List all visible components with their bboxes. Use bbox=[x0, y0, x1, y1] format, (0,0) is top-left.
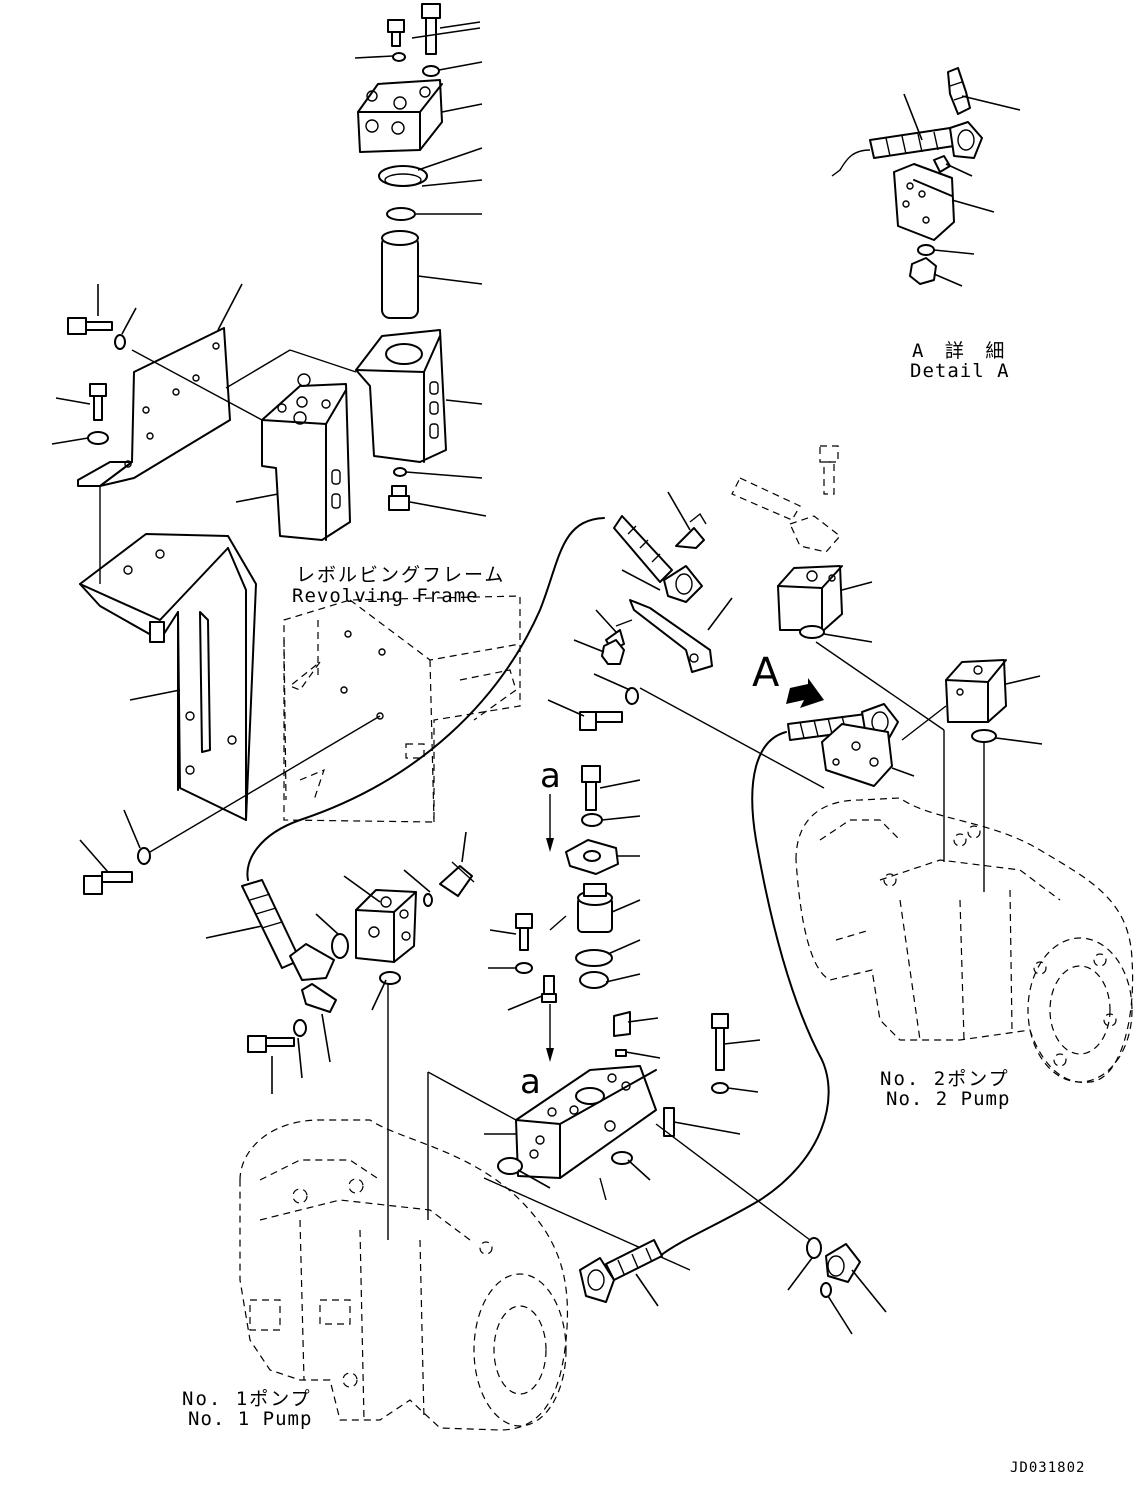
top-bolt-long bbox=[421, 3, 441, 55]
junction-block-right bbox=[901, 659, 1043, 892]
small-plug bbox=[388, 485, 410, 511]
valve-body-lower bbox=[261, 373, 351, 541]
revolving-frame-label-jp: レボルビングフレーム bbox=[296, 564, 506, 586]
check-valve bbox=[577, 883, 613, 933]
revolving-frame-label-en: Revolving Frame bbox=[292, 585, 479, 607]
drawing-code: JD031802 bbox=[1010, 1460, 1086, 1476]
junction-block-upper-right bbox=[777, 565, 945, 731]
no2-pump-label-en: No. 2 Pump bbox=[886, 1088, 1011, 1110]
bracket-bolt-mid bbox=[87, 383, 109, 445]
hose-bolt bbox=[579, 711, 623, 731]
detail-a-title-jp: A 詳 細 bbox=[912, 340, 1010, 362]
sleeve bbox=[381, 230, 419, 319]
hose-upper-center bbox=[547, 491, 825, 789]
bolt-small-left bbox=[515, 913, 533, 951]
no1-pump-label-en: No. 1 Pump bbox=[188, 1408, 313, 1430]
bracket-bolt-upper bbox=[67, 317, 126, 350]
left-bracket-assembly bbox=[51, 283, 381, 895]
long-hose-right bbox=[579, 731, 887, 1335]
manifold-block bbox=[515, 1065, 657, 1179]
no1-pump-outline bbox=[239, 1119, 569, 1431]
center-bolt-top bbox=[581, 765, 601, 811]
section-marker-a-bottom: a bbox=[520, 1062, 541, 1102]
valve-body-upper bbox=[355, 329, 447, 463]
hose-detail-a-position bbox=[787, 703, 915, 787]
hose-dashed-upper bbox=[731, 445, 841, 553]
cap-block bbox=[357, 79, 443, 153]
section-marker-a-top: a bbox=[540, 756, 561, 796]
long-hose-left bbox=[205, 517, 605, 1094]
detail-a-title-en: Detail A bbox=[910, 360, 1010, 382]
no2-pump-label-jp: No. 2ポンプ bbox=[880, 1068, 1010, 1090]
top-bolt-short bbox=[387, 19, 405, 47]
bracket-bolt-lower bbox=[83, 847, 151, 895]
junction-block-left bbox=[343, 831, 475, 1011]
hex-nut bbox=[601, 639, 625, 665]
revolving-frame-outline bbox=[283, 595, 521, 823]
long-bolt-right bbox=[711, 1013, 729, 1071]
detail-a-view bbox=[831, 67, 1021, 287]
hose-clamp-bolt bbox=[247, 1019, 307, 1053]
view-marker-a: A bbox=[752, 650, 780, 696]
view-arrow bbox=[786, 678, 824, 708]
no1-pump-label-jp: No. 1ポンプ bbox=[182, 1388, 312, 1410]
top-valve-stack bbox=[354, 3, 487, 517]
center-manifold-stack bbox=[427, 765, 811, 1271]
large-bracket bbox=[79, 533, 257, 821]
no2-pump-outline bbox=[795, 797, 1134, 1083]
